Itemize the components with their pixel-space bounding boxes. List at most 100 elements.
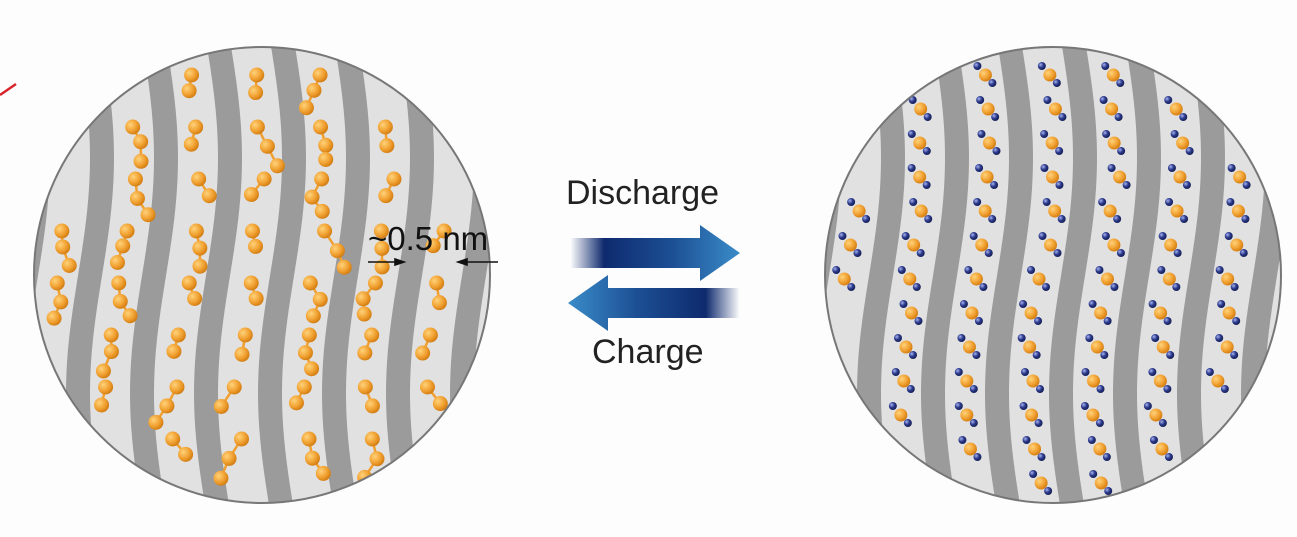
ion-cluster <box>1167 164 1191 189</box>
sulfur-chain <box>301 431 331 481</box>
ion-cluster <box>973 198 997 223</box>
ion-cluster <box>1022 436 1046 461</box>
ion-cluster <box>958 436 982 461</box>
check-mark-icon <box>0 82 17 97</box>
ion-cluster <box>1226 198 1250 223</box>
graphite-layer <box>130 47 178 503</box>
ion-cluster <box>1043 96 1067 121</box>
sulfur-chain <box>425 223 452 254</box>
host-material-before <box>34 47 490 503</box>
sulfur-chain <box>234 327 253 362</box>
ion-cluster <box>838 232 862 257</box>
ion-cluster <box>1157 266 1181 291</box>
ion-cluster <box>977 130 1001 155</box>
ion-cluster <box>891 368 915 393</box>
ion-cluster <box>1164 96 1188 121</box>
ion-cluster <box>964 266 988 291</box>
sulfur-chain <box>183 119 204 152</box>
ion-cluster <box>1020 368 1044 393</box>
sulfur-chain <box>213 379 242 414</box>
sulfur-chain <box>373 223 390 275</box>
ion-cluster <box>1205 368 1229 393</box>
ion-cluster <box>1017 334 1041 359</box>
ion-cluster <box>1149 436 1173 461</box>
graphite-layer <box>921 47 969 503</box>
ion-cluster <box>1040 164 1064 189</box>
sulfur-chain <box>127 171 156 223</box>
ion-cluster <box>1151 334 1175 359</box>
spacing-label: ~0.5 nm <box>368 220 489 257</box>
sulfur-chain <box>148 379 185 430</box>
ion-cluster <box>1101 62 1125 87</box>
sulfur-chain <box>297 327 320 377</box>
ion-cluster <box>1095 266 1119 291</box>
sulfur-chain <box>378 171 402 204</box>
sulfur-chain <box>302 275 328 324</box>
graphite-layer <box>386 47 434 503</box>
ion-cluster <box>1215 266 1239 291</box>
ion-cluster <box>957 334 981 359</box>
discharge-arrow-icon <box>570 225 740 281</box>
ion-cluster <box>1029 470 1053 495</box>
sulfur-chain <box>111 275 138 324</box>
ion-cluster <box>976 96 1000 121</box>
dimension-arrow-icon <box>368 257 498 267</box>
sulfur-chain <box>357 379 380 414</box>
charge-arrow-icon <box>568 275 740 331</box>
sulfur-chain <box>415 327 438 361</box>
ion-cluster <box>1158 232 1182 257</box>
ion-cluster <box>1224 232 1248 257</box>
sulfur-chain <box>429 275 447 311</box>
ion-cluster <box>899 300 923 325</box>
sulfur-chain <box>355 275 383 322</box>
ion-cluster <box>888 402 912 427</box>
ion-cluster <box>1088 300 1112 325</box>
sulfur-chain <box>125 119 149 169</box>
host-material-after <box>825 47 1281 503</box>
ion-cluster <box>1098 198 1122 223</box>
sulfur-chain <box>357 327 380 361</box>
sulfur-chain <box>288 379 312 411</box>
graphite-layer <box>258 47 306 503</box>
graphite-layer <box>322 47 370 503</box>
sulfur-chain <box>166 327 186 359</box>
sulfur-chain <box>298 67 328 116</box>
ion-cluster <box>973 62 997 87</box>
ion-cluster <box>1027 266 1051 291</box>
ion-cluster <box>1019 300 1043 325</box>
graphite-layer <box>194 47 242 503</box>
sulfur-chain <box>419 379 448 412</box>
sulfur-chain <box>243 171 272 202</box>
sulfur-chain <box>313 119 334 167</box>
sulfur-chain <box>213 431 250 486</box>
ion-cluster <box>907 130 931 155</box>
sulfur-chain <box>317 223 352 275</box>
ion-cluster <box>959 300 983 325</box>
graphite-layer <box>1113 47 1161 503</box>
ion-cluster <box>847 198 871 223</box>
sulfur-chain <box>181 67 200 99</box>
ion-cluster <box>1089 470 1113 495</box>
ion-cluster <box>954 402 978 427</box>
ion-cluster <box>1101 232 1125 257</box>
ion-cluster <box>1165 198 1189 223</box>
ion-cluster <box>1085 334 1109 359</box>
ion-cluster <box>1107 164 1131 189</box>
charge-label: Charge <box>592 333 704 371</box>
ion-cluster <box>1143 402 1167 427</box>
ion-cluster <box>1080 402 1104 427</box>
ion-cluster <box>1081 368 1105 393</box>
sulfur-chain <box>188 223 208 274</box>
sulfur-chain <box>46 275 69 326</box>
graphite-layer <box>1177 47 1225 503</box>
ion-cluster <box>894 334 918 359</box>
ion-cluster <box>909 198 933 223</box>
ion-cluster <box>1019 402 1043 427</box>
sulfur-chain <box>304 171 330 219</box>
ion-cluster <box>1148 300 1172 325</box>
sulfur-chain <box>94 379 114 413</box>
sulfur-chain <box>181 275 203 307</box>
ion-cluster <box>1148 368 1172 393</box>
